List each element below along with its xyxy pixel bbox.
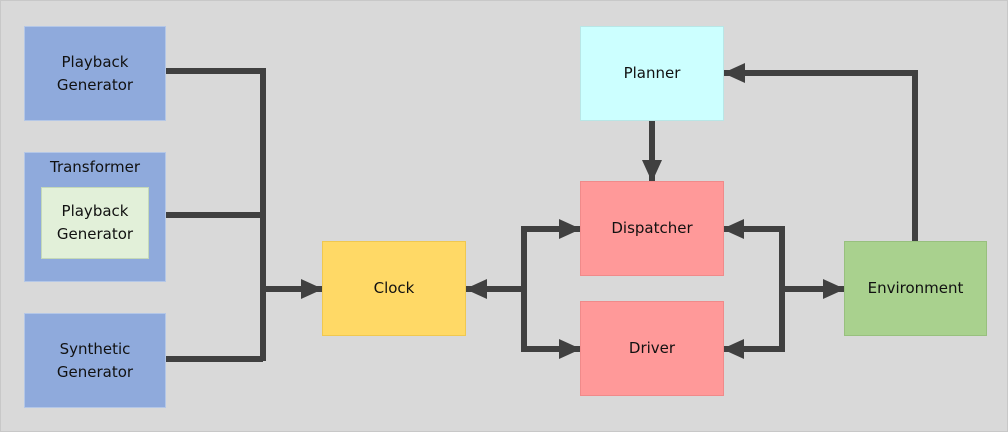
playback-generator-label-line2: Generator (56, 75, 134, 94)
planner-label: Planner (623, 64, 681, 82)
transformer-inner-playback-generator[interactable]: Playback Generator (41, 187, 149, 259)
driver-node[interactable]: Driver (580, 301, 724, 396)
edge-playback-generator-to-bus (166, 68, 266, 361)
synthetic-generator-label-line2: Generator (56, 362, 134, 381)
playback-generator-node[interactable]: Playback Generator (24, 26, 166, 121)
edge-environment-to-planner-arrow (723, 63, 918, 241)
planner-node[interactable]: Planner (580, 26, 724, 121)
driver-label: Driver (628, 339, 676, 357)
synthetic-generator-node[interactable]: Synthetic Generator (24, 313, 166, 408)
synthetic-generator-label-line1: Synthetic (59, 339, 131, 358)
clock-label: Clock (373, 279, 415, 297)
environment-label: Environment (867, 279, 964, 297)
transformer-title: Transformer (49, 158, 140, 176)
clock-node[interactable]: Clock (322, 241, 466, 336)
transformer-inner-label-line1: Playback (61, 202, 129, 220)
playback-generator-label-line1: Playback (61, 52, 129, 71)
transformer-node[interactable]: Transformer Playback Generator (24, 152, 166, 282)
transformer-inner-label-line2: Generator (56, 225, 134, 243)
dispatcher-label: Dispatcher (611, 219, 693, 237)
dispatcher-node[interactable]: Dispatcher (580, 181, 724, 276)
environment-node[interactable]: Environment (844, 241, 987, 336)
